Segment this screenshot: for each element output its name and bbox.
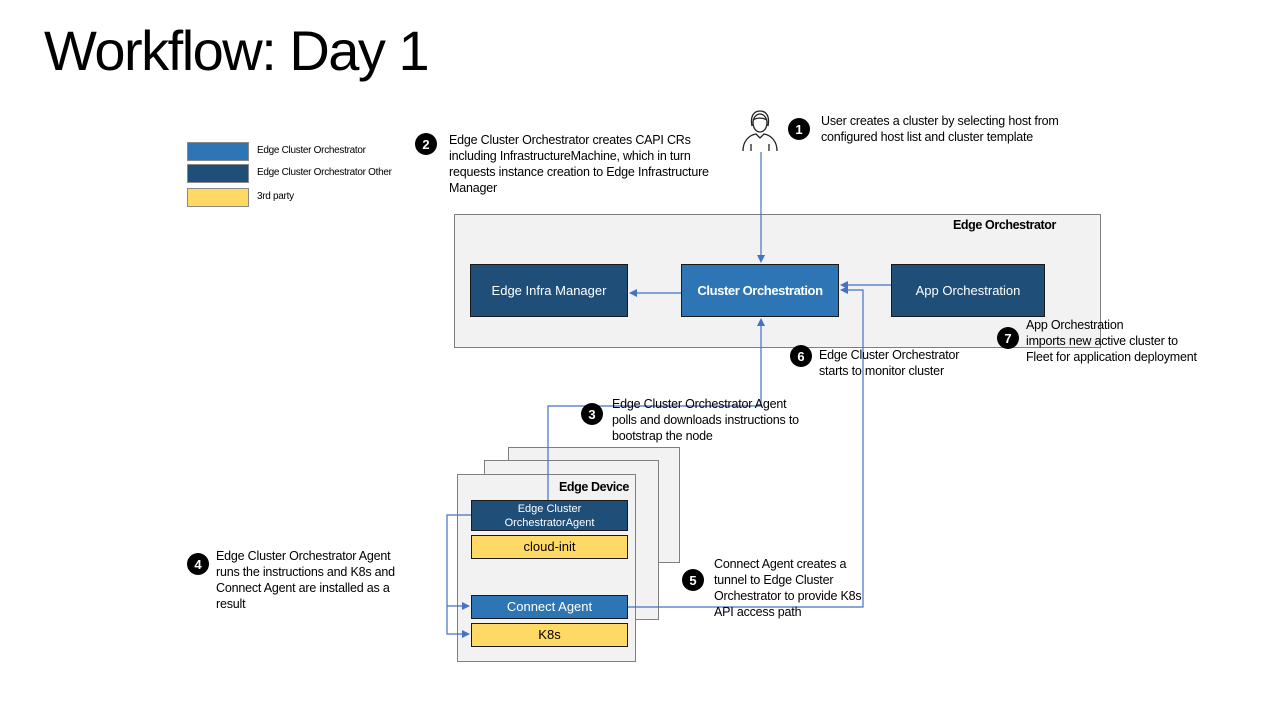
page-title: Workflow: Day 1 xyxy=(44,19,430,82)
step-3-note: Edge Cluster Orchestrator Agent polls an… xyxy=(612,397,799,443)
legend-swatch xyxy=(187,164,249,183)
step-2-note: Edge Cluster Orchestrator creates CAPI C… xyxy=(449,133,709,195)
step-3-badge: 3 xyxy=(581,403,603,425)
step-6-note: Edge Cluster Orchestrator starts to moni… xyxy=(819,348,960,378)
legend-label: 3rd party xyxy=(257,191,294,202)
edge-device-label: Edge Device xyxy=(559,480,629,494)
edge-cluster-orchestrator-agent-box: Edge Cluster OrchestratorAgent xyxy=(471,500,628,531)
step-7-note: App Orchestration imports new active clu… xyxy=(1026,318,1197,364)
connect-agent-box: Connect Agent xyxy=(471,595,628,619)
edge-orchestrator-label: Edge Orchestrator xyxy=(953,218,1056,232)
agent-poll-arrow xyxy=(547,318,765,500)
step-1-badge: 1 xyxy=(788,118,810,140)
legend-swatch xyxy=(187,188,249,207)
k8s-box: K8s xyxy=(471,623,628,647)
user-icon xyxy=(742,110,778,152)
legend-label: Edge Cluster Orchestrator xyxy=(257,145,366,156)
agent-install-k8s-arrow xyxy=(446,514,471,638)
step-7-badge: 7 xyxy=(997,327,1019,349)
edge-infra-manager-box: Edge Infra Manager xyxy=(470,264,628,317)
cluster-orchestration-box: Cluster Orchestration xyxy=(681,264,839,317)
cloud-init-box: cloud-init xyxy=(471,535,628,559)
step-5-note: Connect Agent creates a tunnel to Edge C… xyxy=(714,557,862,619)
app-orchestration-box: App Orchestration xyxy=(891,264,1045,317)
step-1-note: User creates a cluster by selecting host… xyxy=(821,114,1059,144)
step-2-badge: 2 xyxy=(415,133,437,155)
legend-swatch xyxy=(187,142,249,161)
step-5-badge: 5 xyxy=(682,569,704,591)
legend-label: Edge Cluster Orchestrator Other xyxy=(257,167,392,178)
step-4-badge: 4 xyxy=(187,553,209,575)
step-4-note: Edge Cluster Orchestrator Agent runs the… xyxy=(216,549,395,611)
step-6-badge: 6 xyxy=(790,345,812,367)
connect-tunnel-arrow xyxy=(628,286,864,608)
